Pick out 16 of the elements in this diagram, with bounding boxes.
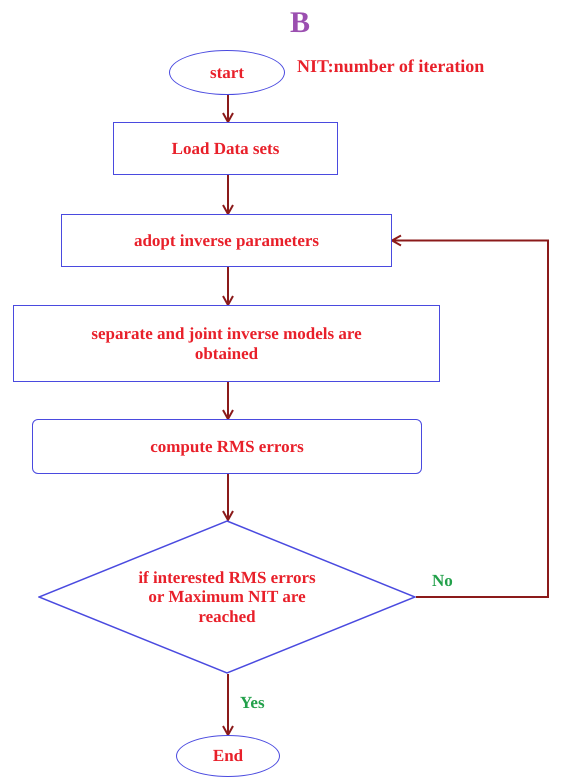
process-box: compute RMS errors <box>32 419 422 474</box>
panel-title: B <box>290 6 310 40</box>
arrow <box>222 674 234 736</box>
terminal-oval: start <box>169 50 285 95</box>
decision-diamond: if interested RMS errors or Maximum NIT are reached <box>38 520 416 674</box>
note-text: NIT:number of iteration <box>297 56 484 77</box>
arrow <box>222 267 234 306</box>
process-box: Load Data sets <box>113 122 338 175</box>
arrow <box>222 95 234 123</box>
arrow <box>222 474 234 521</box>
arrow <box>222 382 234 420</box>
process-box: adopt inverse parameters <box>61 214 392 267</box>
process-box: separate and joint inverse models are obtained <box>13 305 440 382</box>
arrow <box>222 175 234 215</box>
arrow <box>391 234 549 598</box>
terminal-oval: End <box>176 735 280 777</box>
